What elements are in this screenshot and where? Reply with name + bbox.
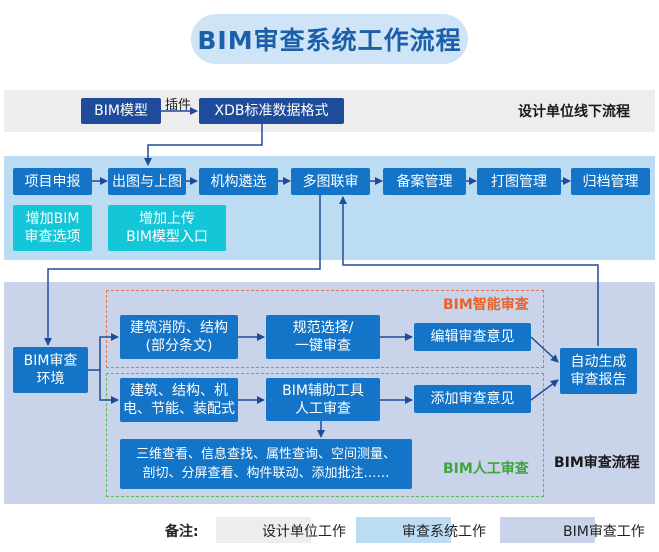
manual-tool-box: BIM辅助工具 人工审查 [266,378,380,421]
manual-review-tag: BIM人工审查 [443,461,529,477]
step-filing-management: 备案管理 [383,168,466,195]
smart-scope-box: 建筑消防、结构 (部分条文) [120,315,238,359]
auto-report-box: 自动生成 审查报告 [560,348,637,394]
legend-swatch-system [356,517,451,543]
manual-scope-box: 建筑、结构、机 电、节能、装配式 [120,378,238,422]
manual-features-box: 三维查看、信息查找、属性查询、空间测量、 剖切、分屏查看、构件联动、添加批注…… [120,439,412,489]
plugin-label: 插件 [165,98,192,113]
legend-label: 备注: [165,524,199,540]
smart-select-box: 规范选择/ 一键审查 [266,315,380,359]
legend-text-system: 审查系统工作 [402,524,486,540]
bim-review-band-label: BIM审查流程 [554,455,640,471]
legend-swatch-design [216,517,311,543]
step-drawing-upload: 出图与上图 [108,168,186,195]
step-print-management: 打图管理 [477,168,561,195]
xdb-format-box: XDB标准数据格式 [199,98,344,124]
legend-swatch-bim [500,517,595,543]
smart-review-tag: BIM智能审查 [443,297,529,313]
legend-text-bim: BIM审查工作 [563,524,645,540]
add-bim-option-box: 增加BIM 审查选项 [13,205,92,251]
add-upload-entry-box: 增加上传 BIM模型入口 [108,205,226,251]
legend-text-design: 设计单位工作 [262,524,346,540]
bim-model-box: BIM模型 [81,98,161,124]
page-title: BIM审查系统工作流程 [191,14,468,64]
bim-review-env-box: BIM审查 环境 [13,347,88,393]
smart-review-group [106,290,544,368]
manual-review-group [106,373,544,497]
step-archive-management: 归档管理 [571,168,650,195]
step-project-declaration: 项目申报 [13,168,92,195]
manual-add-opinion-box: 添加审查意见 [414,385,531,413]
step-joint-review: 多图联审 [291,168,370,195]
design-unit-band-label: 设计单位线下流程 [518,104,630,120]
step-agency-selection: 机构遴选 [199,168,278,195]
smart-edit-opinion-box: 编辑审查意见 [414,323,531,351]
